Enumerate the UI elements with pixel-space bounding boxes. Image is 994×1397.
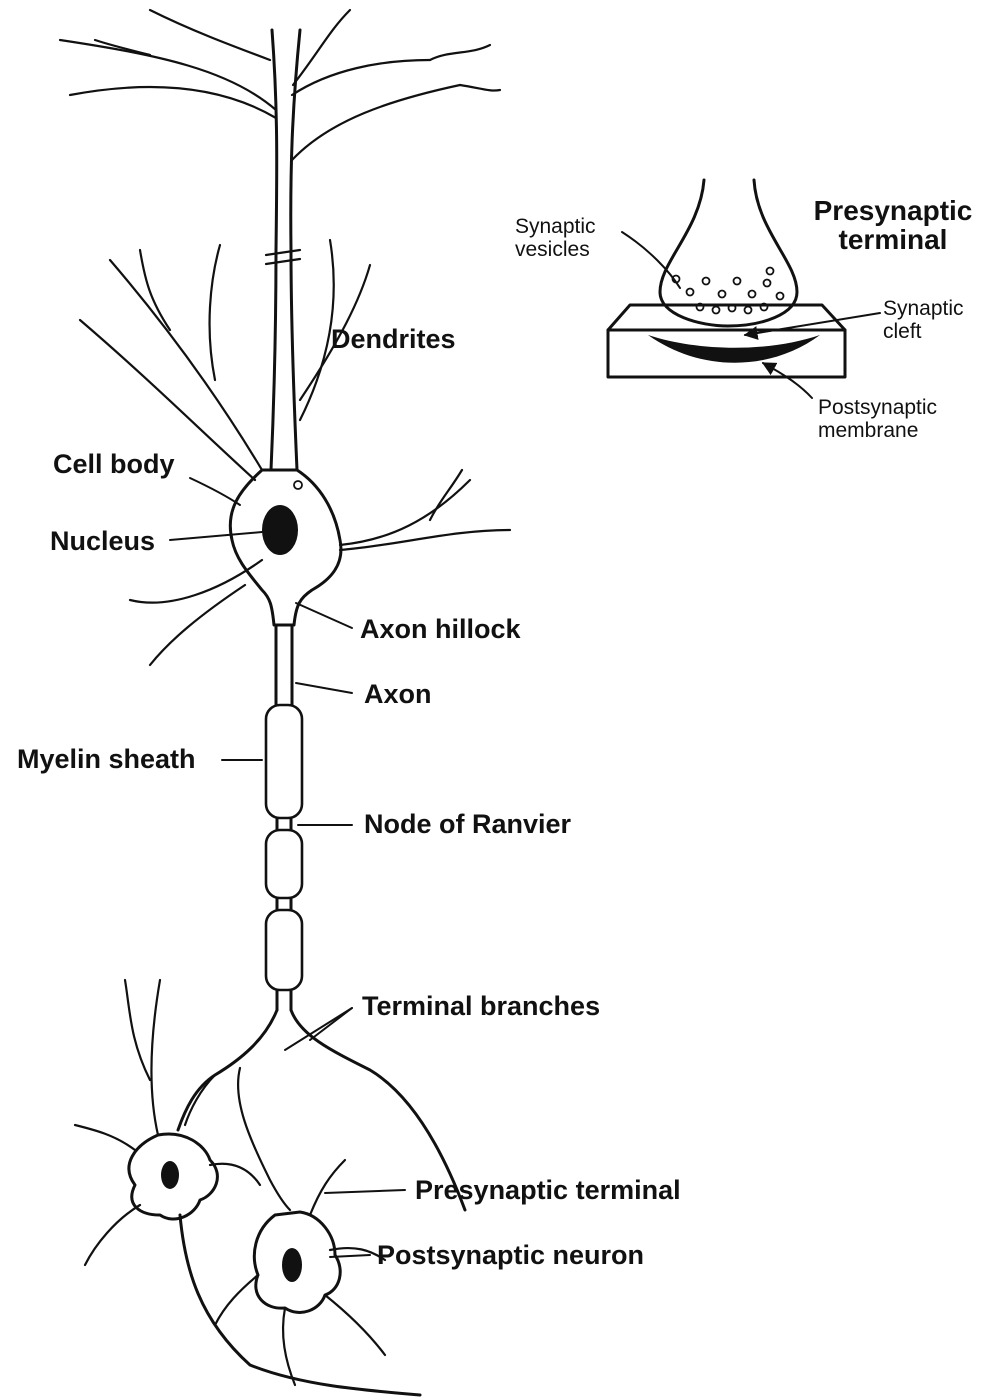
myelin-sheath	[266, 705, 302, 990]
cell-body-label: Cell body	[53, 451, 175, 478]
synaptic-vesicles-label: Synaptic vesicles	[515, 216, 596, 261]
postsynaptic-neuron	[215, 1160, 385, 1385]
synaptic-cleft-label: Synaptic cleft	[883, 298, 964, 343]
nucleus-label: Nucleus	[50, 528, 155, 555]
inset-title-line1: Presynaptic	[800, 196, 986, 225]
inset-title-line2: terminal	[800, 225, 986, 254]
apical-dendrite	[60, 10, 500, 470]
axon-hillock-label: Axon hillock	[360, 616, 521, 643]
terminal-branches-label: Terminal branches	[362, 993, 600, 1020]
lower-neuron-left	[75, 980, 420, 1395]
postsynaptic-neuron-label: Postsynaptic neuron	[377, 1242, 644, 1269]
dendrites-label: Dendrites	[331, 326, 456, 353]
myelin-sheath-label: Myelin sheath	[17, 746, 196, 773]
postsynaptic-membrane-label: Postsynaptic membrane	[818, 397, 937, 442]
axon-label: Axon	[364, 681, 432, 708]
presynaptic-terminal-label: Presynaptic terminal	[415, 1177, 681, 1204]
node-of-ranvier-label: Node of Ranvier	[364, 811, 571, 838]
inset-title: Presynaptic terminal	[800, 196, 986, 255]
nucleus	[262, 505, 298, 555]
cell-body	[230, 470, 341, 625]
synaptic-vesicles	[673, 268, 784, 314]
